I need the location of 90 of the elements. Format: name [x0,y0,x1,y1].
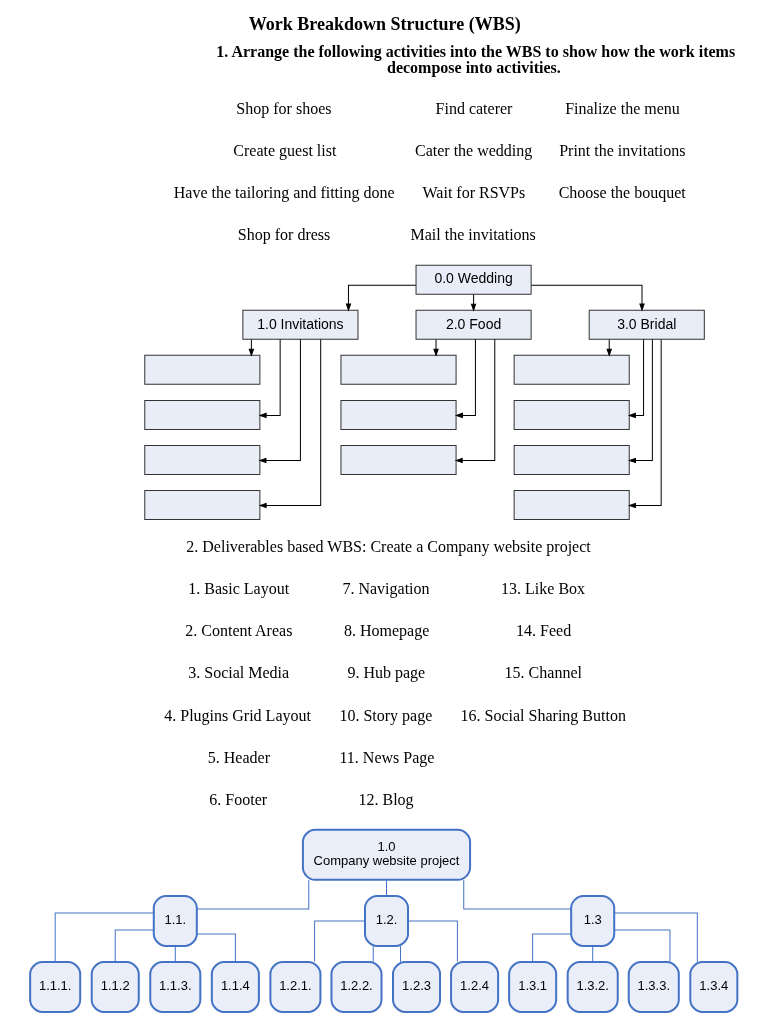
label: Wait for RSVPs [422,183,525,201]
connector [385,879,387,896]
label: 13. Like Box [500,579,585,597]
node-box: 1.2.4 [449,960,499,1013]
label: 1. Arrange the following activities into the WBS to show how the work items decompose into activities. [215,42,735,76]
connector [174,945,176,962]
node-box: 1.2.1. [268,960,321,1013]
label: Finalize the menu [564,99,680,117]
connector [195,932,236,962]
node-box [513,444,630,475]
node-box [513,354,630,385]
node-box: 1.3.2. [566,960,619,1013]
node-box: 1.1.3. [148,960,201,1013]
node-box: 1.3.4 [688,960,738,1013]
label: 16. Social Sharing Button [460,706,626,724]
connector [399,945,401,962]
label: 1. Basic Layout [187,579,289,597]
label: Find caterer [435,99,512,117]
arrow [530,284,645,311]
connector [613,911,698,962]
label: 10. Story page [338,706,432,724]
arrow [628,338,653,463]
label: 4. Plugins Grid Layout [163,706,311,724]
diagram-title: Work Breakdown Structure (WBS) [248,13,521,34]
label: 7. Navigation [341,579,430,597]
label: Shop for shoes [235,99,331,117]
node-box: 1.1.4 [210,960,260,1013]
connector [114,928,154,962]
label: 2. Content Areas [184,621,292,639]
connector [372,945,374,962]
node-box: 1.3.3. [627,960,680,1013]
arrow [455,338,476,418]
label: Print the invitations [558,141,685,159]
node-box [339,399,457,430]
node-box: 1.1.1. [28,960,81,1013]
arrow [455,338,495,463]
arrow [248,338,254,356]
node-box: 1.0 Company website project [301,828,471,881]
node-box [143,489,260,520]
connector [313,919,365,962]
node-box: 1.3 [569,894,615,947]
connector [591,945,593,962]
node-box: 1.1.2 [90,960,140,1013]
label: Shop for dress [237,225,330,243]
node-box [513,489,630,520]
node-box: 1.2.2. [329,960,382,1013]
label: Choose the bouquet [558,183,686,201]
connector [462,878,572,909]
arrow [628,338,644,418]
arrow [432,338,439,356]
arrow [258,338,301,463]
node-box [339,354,457,385]
node-box: 1.2.3 [391,960,441,1013]
label: Mail the invitations [410,225,536,243]
node-box [143,399,260,430]
label: 14. Feed [515,621,571,639]
label: 15. Channel [504,663,582,681]
node-box: 1.1. [152,894,198,947]
connector [613,928,670,962]
node-box: 0.0 Wedding [415,264,532,295]
node-box: 1.0 Invitations [241,309,358,340]
arrow [345,284,416,311]
arrow [259,338,321,508]
node-box [513,399,630,430]
label: 5. Header [207,748,270,766]
connector [54,911,154,962]
label: Cater the wedding [414,141,532,159]
node-box: 2.0 Food [415,309,532,340]
label: 12. Blog [357,790,414,808]
node-box: 1.2. [363,894,409,947]
label: 3. Social Media [187,663,289,681]
connector [531,932,572,962]
label: Have the tailoring and fitting done [173,183,395,201]
arrow [259,338,281,418]
node-box [339,444,457,475]
arrow [470,293,476,311]
node-box: 1.3.1 [507,960,557,1013]
arrow [628,338,662,508]
connector [196,878,309,909]
node-box [143,444,260,475]
label: 11. News Page [338,748,434,766]
arrow [606,338,612,356]
connector [407,919,458,962]
label: 9. Hub page [346,663,425,681]
node-box: 3.0 Bridal [588,309,705,340]
label: 8. Homepage [343,621,429,639]
label: Create guest list [232,141,336,159]
label: 2. Deliverables based WBS: Create a Company website project [185,537,591,555]
node-box [143,354,260,385]
label: 6. Footer [208,790,267,808]
